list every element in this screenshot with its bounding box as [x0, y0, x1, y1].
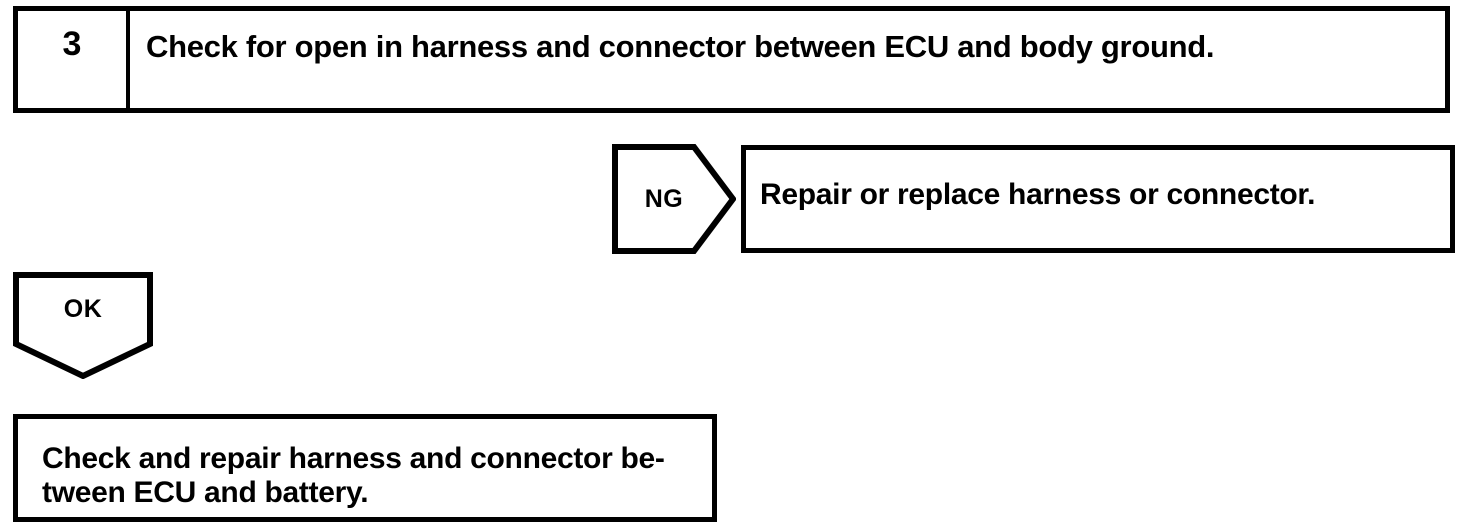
step-number: 3 — [62, 25, 82, 63]
ok-action-box: Check and repair harness and connector b… — [13, 414, 717, 522]
step-box: 3 Check for open in harness and connecto… — [13, 6, 1450, 113]
ok-action-text-line2: tween ECU and battery. — [42, 475, 369, 509]
step-instruction-text: Check for open in harness and connector … — [146, 29, 1215, 64]
ng-action-box: Repair or replace harness or connector. — [741, 145, 1455, 253]
ok-action-text-line1: Check and repair harness and connector b… — [42, 442, 665, 475]
ok-action-text: Check and repair harness and connector b… — [42, 442, 704, 509]
ok-arrow: OK — [13, 272, 153, 379]
ok-label: OK — [63, 294, 103, 323]
ng-label: NG — [644, 184, 684, 213]
ng-action-text: Repair or replace harness or connector. — [760, 178, 1316, 211]
ng-arrow-shape — [612, 144, 736, 254]
ok-arrow-shape — [13, 272, 153, 379]
ng-arrow: NG — [612, 144, 736, 254]
step-number-cell: 3 — [18, 11, 130, 108]
